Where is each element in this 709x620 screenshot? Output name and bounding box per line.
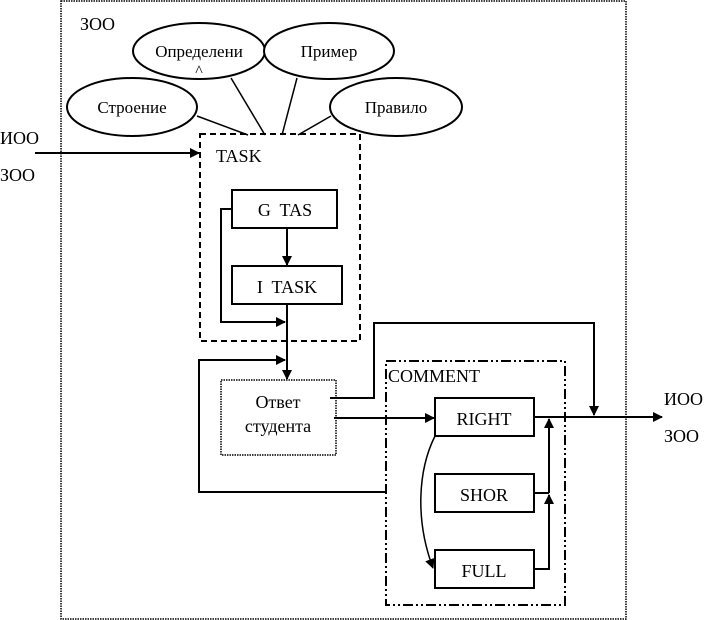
- connector-structure: [196, 115, 249, 136]
- right-output-label-1: ИОО: [664, 389, 703, 409]
- task-group-label: TASK: [216, 146, 262, 166]
- student-answer-line1: Ответ: [255, 392, 300, 412]
- comment-group: [385, 360, 566, 606]
- ellipse-definition-label: Определени: [155, 42, 243, 61]
- right-output-label-2: ЗОО: [664, 426, 699, 446]
- route-answer-to-output: [330, 322, 599, 416]
- block-i-task-label: I TASK: [257, 277, 317, 297]
- connector-rule: [297, 115, 332, 136]
- loop-gtas-bypass: [220, 208, 286, 327]
- ellipse-rule: Правило: [329, 77, 463, 137]
- student-answer-block: [220, 379, 337, 456]
- ellipse-definition-overflow: ^: [195, 63, 203, 80]
- ellipse-structure-label: Строение: [97, 98, 166, 117]
- comment-group-label: COMMENT: [388, 366, 480, 386]
- ellipse-rule-label: Правило: [365, 98, 427, 117]
- left-input-label-1: ИОО: [0, 128, 39, 148]
- block-right-label: RIGHT: [457, 409, 512, 429]
- student-answer-line2: студента: [245, 416, 311, 436]
- ellipse-definition: Определени ^: [132, 22, 266, 80]
- loop-comment-feedback: [198, 355, 386, 493]
- block-shor: [434, 473, 535, 513]
- outer-frame: [60, 0, 627, 620]
- arrow-right-to-full: [420, 435, 436, 569]
- task-group: [199, 133, 361, 342]
- block-shor-label: SHOR: [460, 485, 508, 505]
- connector-example: [281, 77, 298, 136]
- outer-frame-label: ЗОО: [80, 14, 115, 34]
- left-input-label-2: ЗОО: [0, 165, 35, 185]
- block-right: [434, 397, 535, 437]
- block-g-tas-label: G TAS: [258, 200, 312, 220]
- ellipse-structure: Строение: [66, 77, 198, 137]
- connector-definition: [230, 77, 266, 136]
- ellipse-example-label: Пример: [301, 42, 358, 61]
- route-full-up: [534, 494, 554, 570]
- block-full-label: FULL: [462, 561, 507, 581]
- ellipse-example: Пример: [263, 22, 395, 80]
